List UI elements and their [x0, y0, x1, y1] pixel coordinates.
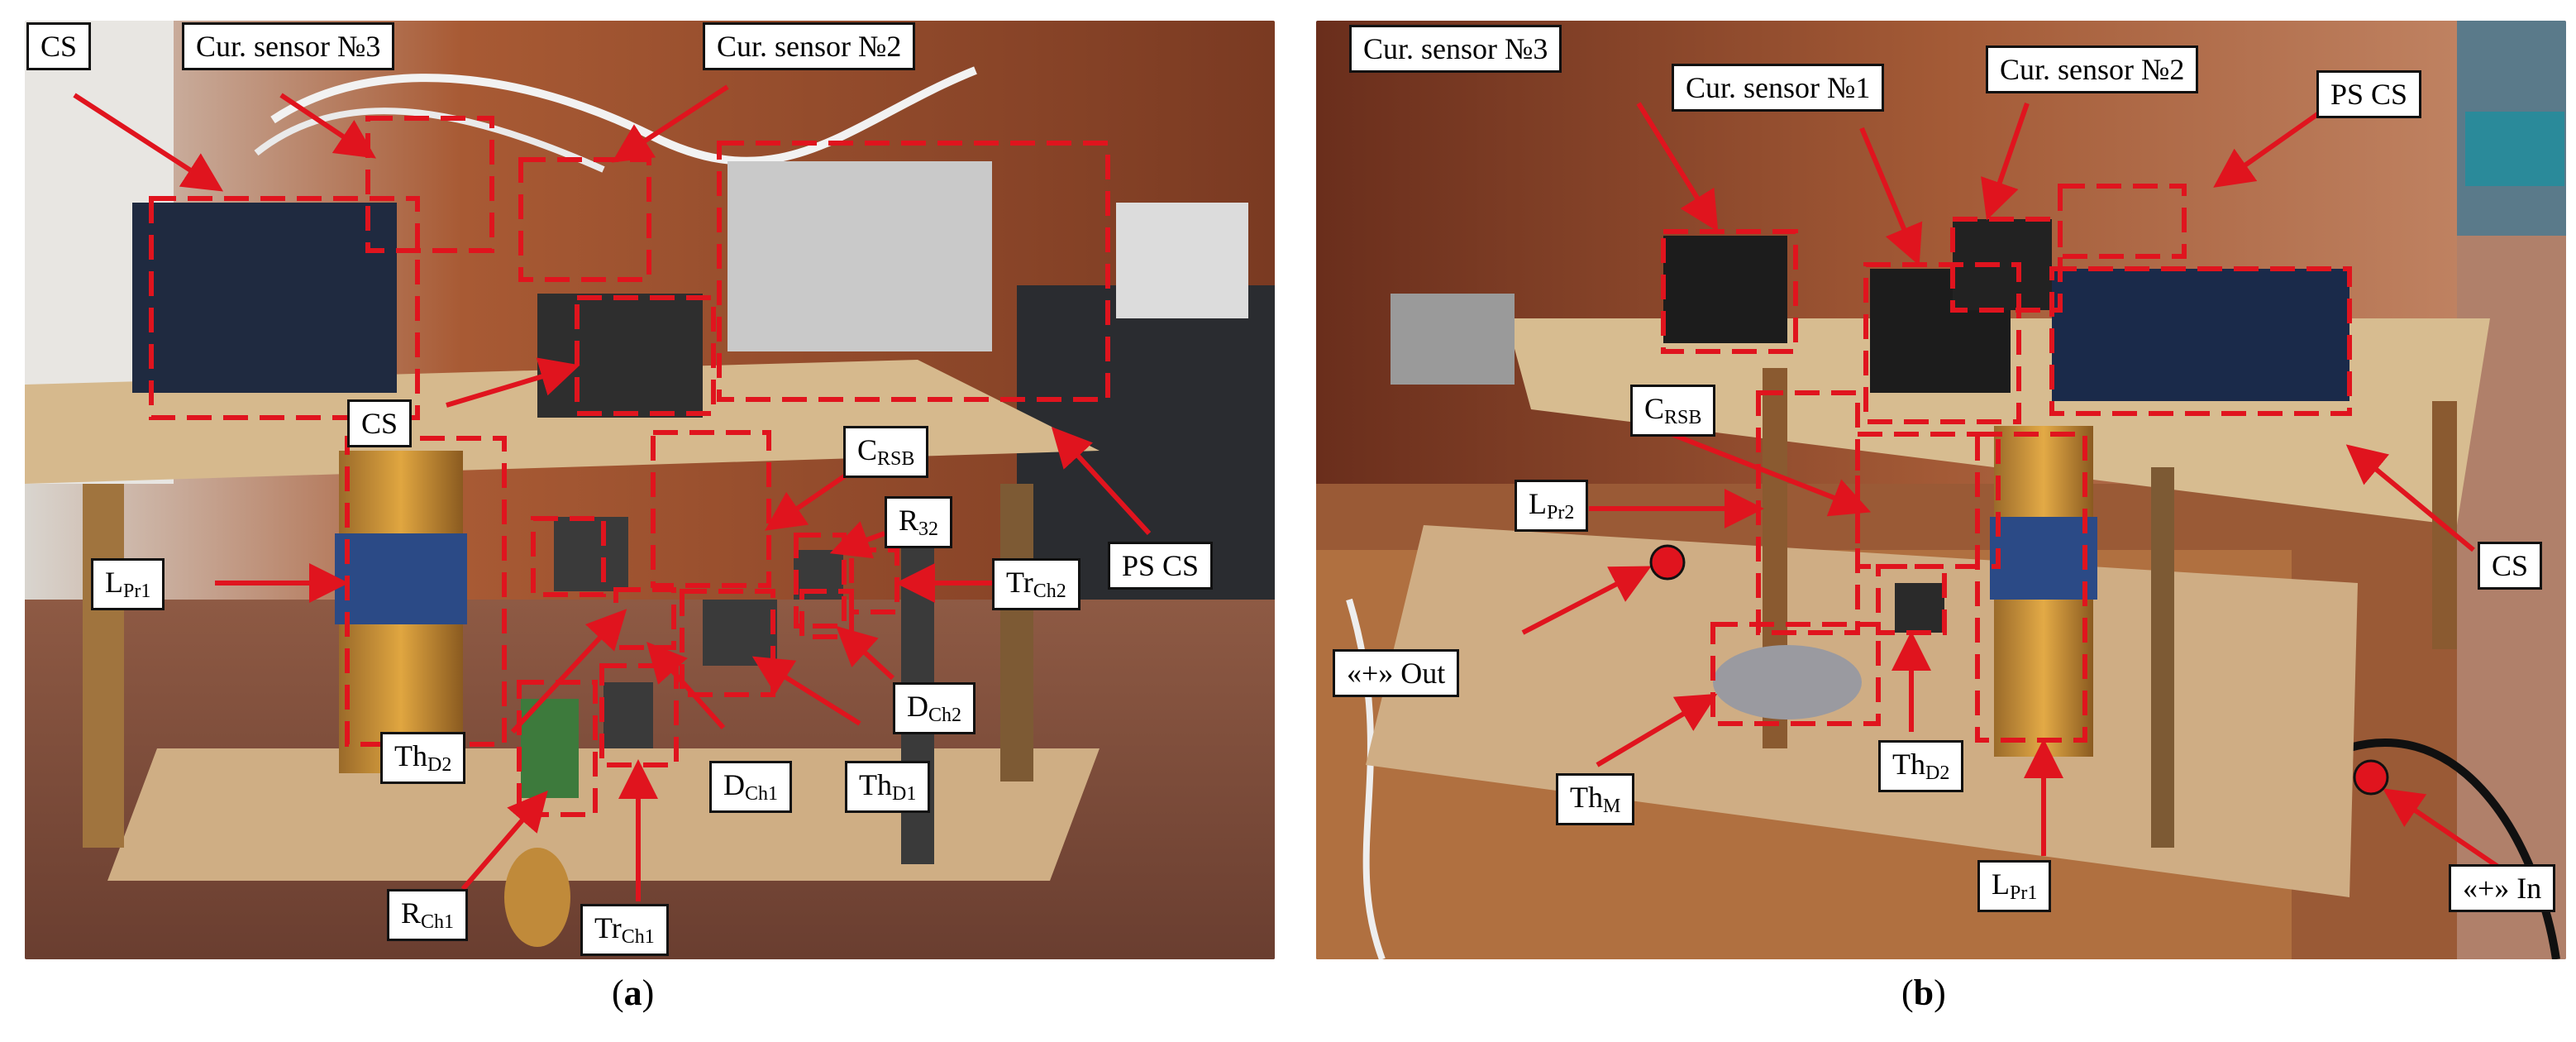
arrow-cur-sensor-3	[279, 93, 376, 159]
label-plus-out: «+» Out	[1333, 649, 1460, 697]
box-l-pr1	[345, 436, 507, 747]
arrow-cur-sensor-2	[611, 84, 729, 163]
box-d-ch2	[799, 589, 854, 639]
caption-a: (a)	[612, 973, 655, 1013]
arrow-r-ch1	[460, 790, 548, 891]
label-r-32: R32	[885, 496, 953, 548]
label-cs-mid: CS	[347, 399, 413, 447]
box-cur-sensor-3	[365, 116, 494, 253]
label-plus-in: «+» In	[2449, 864, 2556, 912]
arrow-ps-cs	[1051, 427, 1152, 536]
terminal-plus-out-marker	[1649, 544, 1686, 581]
label-r-ch1: RCh1	[387, 889, 469, 941]
arrow-cur-sensor-2	[1981, 103, 2030, 221]
label-th-d1: ThD1	[845, 761, 931, 813]
box-cur-sensor-2	[518, 157, 651, 282]
arrow-d-ch2	[836, 625, 895, 681]
label-cur-sensor-3: Cur. sensor №3	[1349, 25, 1562, 73]
arrow-cs-mid	[446, 357, 580, 408]
label-tr-ch2: TrCh2	[992, 558, 1080, 610]
label-th-d2: ThD2	[380, 732, 466, 784]
box-tr-ch1	[599, 663, 679, 767]
box-r-ch1	[517, 680, 598, 817]
arrow-th-d2	[510, 609, 627, 734]
box-l-pr2	[1756, 390, 1860, 635]
arrow-th-m	[1596, 693, 1718, 767]
label-l-pr2: LPr2	[1515, 480, 1589, 532]
label-cs: CS	[2478, 542, 2543, 590]
label-d-ch2: DCh2	[893, 682, 976, 734]
box-cur-sensor-2	[1950, 217, 2063, 313]
panel-a-photo: CS Cur. sensor №3 Cur. sensor №2 CS CRSB…	[25, 21, 1275, 959]
arrow-plus-in	[2383, 788, 2508, 875]
label-ps-cs: PS CS	[1108, 542, 1214, 590]
box-cs	[2049, 266, 2352, 416]
label-cur-sensor-1: Cur. sensor №1	[1672, 64, 1885, 112]
arrow-plus-out	[1521, 566, 1652, 635]
box-cur-sensor-1	[1863, 262, 2021, 424]
arrow-th-d1	[751, 656, 861, 726]
box-d-ch1	[613, 587, 676, 650]
box-th-d2	[1876, 564, 1947, 635]
terminal-plus-in-marker	[2353, 759, 2389, 796]
panel-a-annotations	[73, 84, 1152, 901]
box-ps-cs	[2058, 184, 2187, 259]
box-tr-ch2-a	[794, 533, 847, 629]
box-cur-sensor-3	[1661, 229, 1798, 354]
panel-b-annotations	[1521, 101, 2508, 875]
box-l-pr1	[1975, 432, 2087, 743]
label-cur-sensor-3: Cur. sensor №3	[182, 22, 395, 70]
label-cs-top: CS	[26, 22, 92, 70]
label-th-m: ThM	[1556, 773, 1635, 825]
arrow-cur-sensor-1	[1859, 127, 1923, 266]
box-ps-cs	[717, 141, 1110, 402]
label-l-pr1: LPr1	[1977, 860, 2052, 912]
arrow-d-ch1	[646, 642, 726, 730]
panel-b-scene	[1316, 21, 2566, 959]
box-th-m	[1710, 622, 1881, 726]
panel-b-photo: Cur. sensor №3 Cur. sensor №1 Cur. senso…	[1316, 21, 2566, 959]
box-tr-ch2-b	[849, 547, 899, 614]
box-th-d2-top	[531, 516, 606, 597]
label-d-ch1: DCh1	[709, 761, 793, 813]
box-cs-top	[149, 196, 420, 420]
box-c-rsb	[651, 430, 771, 588]
label-cur-sensor-2: Cur. sensor №2	[1986, 45, 2199, 93]
arrow-ps-cs	[2213, 101, 2335, 188]
label-cur-sensor-2: Cur. sensor №2	[703, 22, 916, 70]
label-l-pr1: LPr1	[91, 558, 165, 610]
arrow-c-rsb	[1670, 432, 1872, 517]
arrow-cur-sensor-3	[1636, 102, 1719, 232]
label-c-rsb: CRSB	[843, 426, 929, 478]
label-c-rsb: CRSB	[1630, 385, 1716, 437]
arrow-cs	[2345, 444, 2475, 552]
arrow-cs-top	[73, 93, 224, 192]
label-tr-ch1: TrCh1	[580, 904, 669, 956]
label-ps-cs: PS CS	[2316, 70, 2422, 118]
label-th-d2: ThD2	[1878, 740, 1964, 792]
box-th-d1	[680, 589, 775, 697]
box-cs-mid-board	[575, 295, 716, 416]
arrow-c-rsb	[765, 469, 853, 531]
arrow-r-32	[829, 521, 886, 559]
caption-b: (b)	[1901, 973, 1946, 1013]
